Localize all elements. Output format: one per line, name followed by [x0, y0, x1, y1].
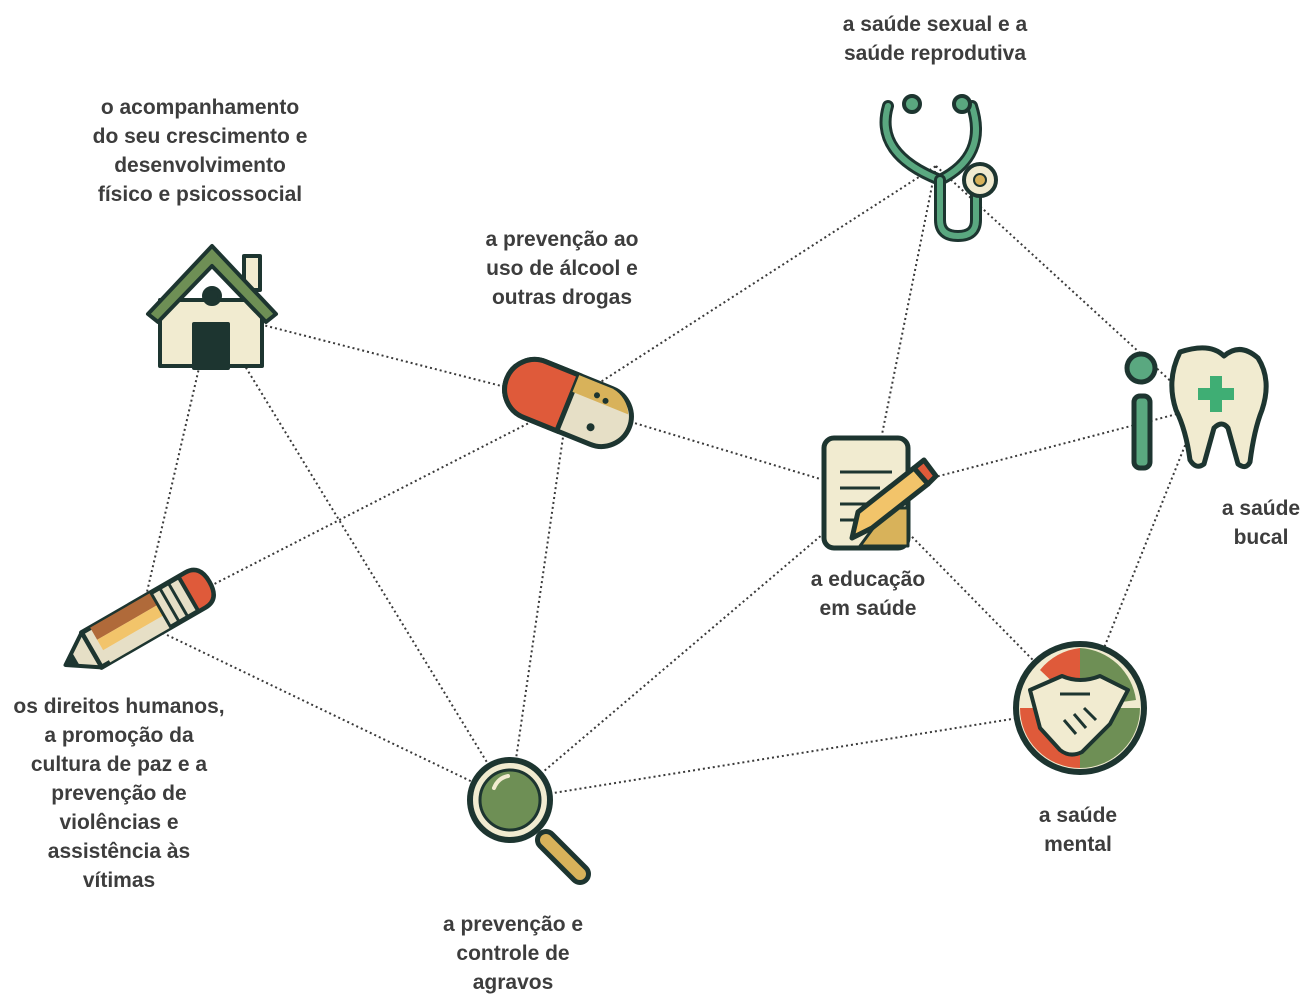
house-icon — [146, 244, 278, 370]
label-growth: o acompanhamento do seu crescimento e de… — [92, 96, 308, 206]
capsule-icon — [502, 357, 634, 449]
connection-line-growth-rights — [139, 311, 213, 623]
connection-lines — [139, 165, 1201, 801]
label-mental-health: a saúde mental — [1038, 804, 1118, 856]
notepad-pencil-icon — [821, 435, 939, 551]
label-disease-prevention: a prevenção e controle de agravos — [442, 913, 584, 994]
label-human-rights: os direitos humanos, a promoção da cultu… — [13, 695, 225, 892]
label-health-education: a educação em saúde — [810, 568, 926, 620]
connection-line-drugs-prevention — [509, 402, 569, 801]
stethoscope-icon — [879, 94, 998, 243]
connection-line-mental-prevention — [509, 707, 1081, 801]
label-drug-prevention: a prevenção ao uso de álcool e outras dr… — [485, 228, 639, 309]
handshake-icon — [1013, 641, 1147, 775]
pencil-icon — [63, 567, 216, 670]
connection-line-rights-prevention — [139, 621, 511, 801]
connection-line-education-prevention — [509, 493, 871, 801]
connection-line-sexual-education — [869, 165, 937, 495]
tooth-icon — [1124, 345, 1269, 471]
label-oral-health: a saúde bucal — [1221, 497, 1301, 549]
label-sexual-health: a saúde sexual e a saúde reprodutiva — [842, 13, 1028, 65]
connection-line-oral-mental — [1079, 407, 1201, 709]
connection-line-growth-prevention — [211, 311, 511, 801]
magnifier-icon — [467, 757, 591, 885]
